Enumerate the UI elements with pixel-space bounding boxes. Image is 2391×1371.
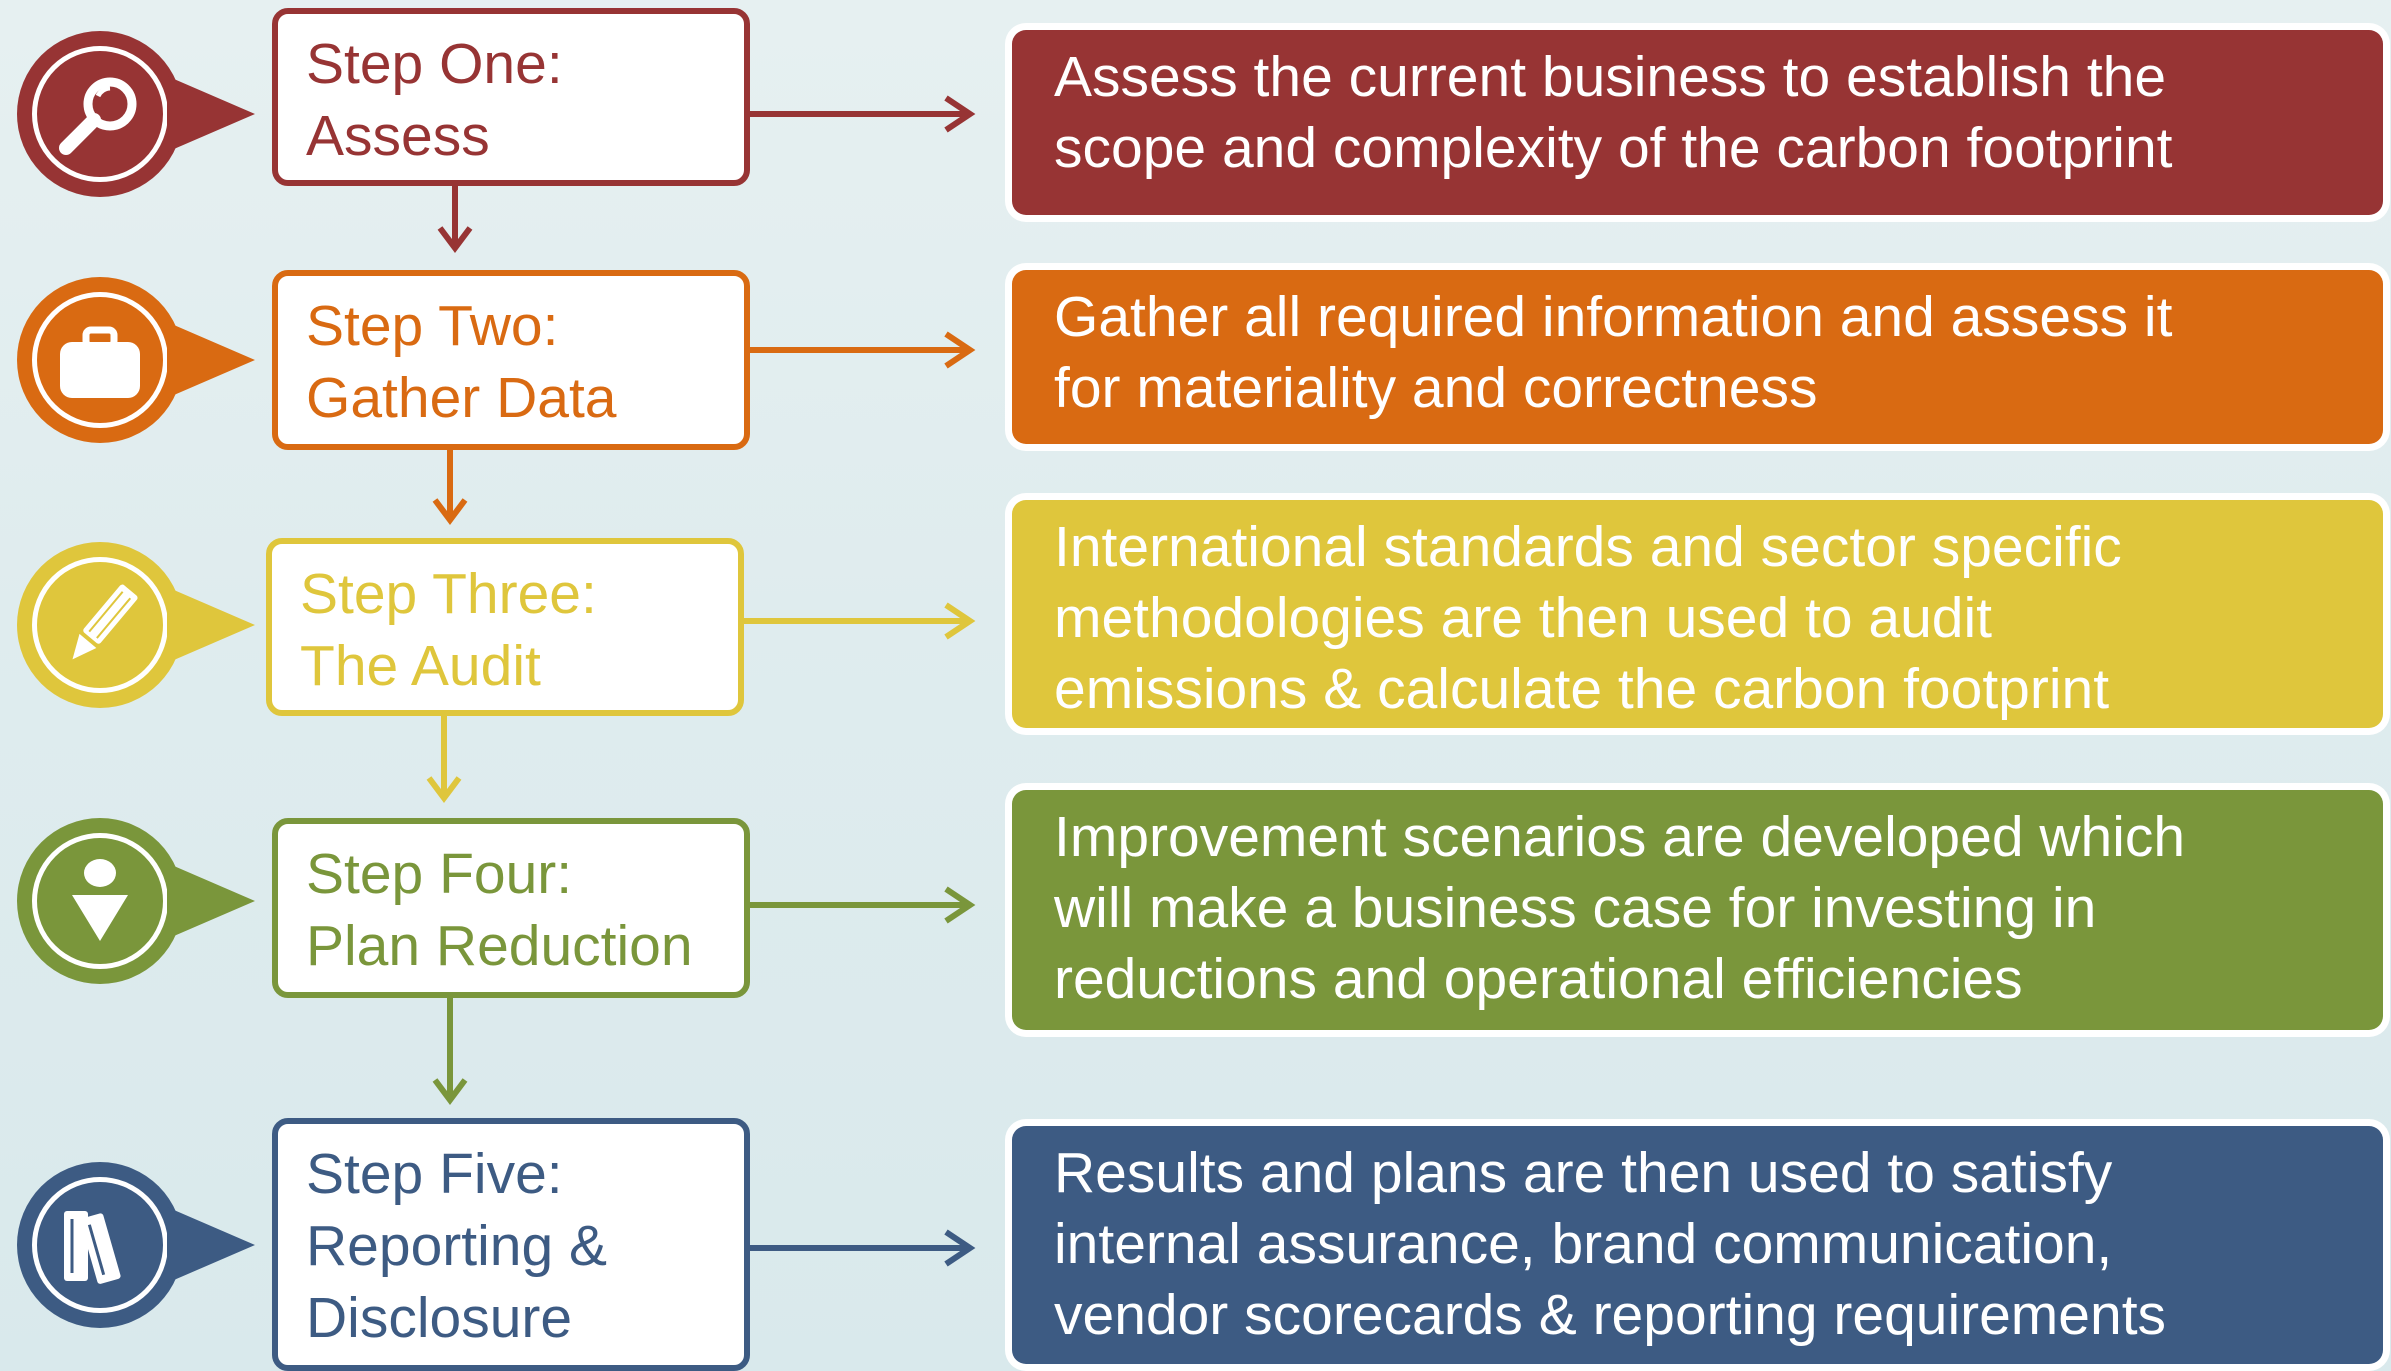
step2-description-line2: for materiality and correctness — [1054, 356, 1818, 420]
step3-description-line1: International standards and sector speci… — [1054, 515, 2122, 579]
arrow-step3-to-desc — [744, 602, 976, 640]
reduction-arrow-icon — [72, 859, 128, 941]
step3-title-box: Step Three: The Audit — [266, 538, 744, 716]
step5-description-box: Results and plans are then used to satis… — [1012, 1126, 2383, 1364]
arrow-step4-to-step5 — [432, 998, 468, 1105]
step1-description-line1: Assess the current business to establish… — [1054, 45, 2167, 109]
step3-description-line2: methodologies are then used to audit — [1054, 586, 1992, 650]
step4-icon-badge — [17, 818, 255, 984]
magnifier-icon — [59, 77, 137, 155]
step5-description-line1: Results and plans are then used to satis… — [1054, 1141, 2113, 1205]
step5-description-line2: internal assurance, brand communication, — [1054, 1212, 2113, 1276]
step1-title-box: Step One: Assess — [272, 8, 750, 186]
step1-title-line1: Step One: — [306, 32, 563, 96]
step3-title-line2: The Audit — [300, 634, 541, 698]
step4-title-box: Step Four: Plan Reduction — [272, 818, 750, 998]
step4-description-box: Improvement scenarios are developed whic… — [1012, 790, 2383, 1030]
step4-description-line3: reductions and operational efficiencies — [1054, 947, 2023, 1011]
arrow-step2-to-step3 — [432, 450, 468, 525]
step3-description-box: International standards and sector speci… — [1012, 500, 2383, 728]
step1-description-line2: scope and complexity of the carbon footp… — [1054, 116, 2173, 180]
step5-title-line1: Step Five: — [306, 1142, 563, 1206]
step2-description-box: Gather all required information and asse… — [1012, 270, 2383, 444]
step4-title-line1: Step Four: — [306, 842, 573, 906]
arrow-step3-to-step4 — [426, 716, 462, 803]
step1-title-line2: Assess — [306, 104, 490, 168]
step5-title-line3: Disclosure — [306, 1286, 573, 1350]
pencil-icon — [72, 584, 138, 660]
step4-description-line1: Improvement scenarios are developed whic… — [1054, 805, 2186, 869]
step4-title-line2: Plan Reduction — [306, 914, 693, 978]
step3-icon-badge — [17, 542, 255, 708]
step4-description-line2: will make a business case for investing … — [1054, 876, 2097, 940]
arrow-step4-to-desc — [750, 886, 976, 924]
briefcase-icon — [60, 326, 140, 398]
step2-title-box: Step Two: Gather Data — [272, 270, 750, 450]
step2-icon-badge — [17, 277, 255, 443]
step2-title-line2: Gather Data — [306, 366, 617, 430]
step3-title-line1: Step Three: — [300, 562, 597, 626]
arrow-step1-to-step2 — [437, 186, 473, 253]
books-icon — [64, 1211, 121, 1284]
arrow-step5-to-desc — [750, 1229, 976, 1267]
step1-icon-badge — [17, 31, 255, 197]
step1-description-box: Assess the current business to establish… — [1012, 30, 2383, 215]
step5-title-box: Step Five: Reporting & Disclosure — [272, 1118, 750, 1371]
step3-description-line3: emissions & calculate the carbon footpri… — [1054, 657, 2110, 721]
step5-icon-badge — [17, 1162, 255, 1328]
arrow-step1-to-desc — [750, 95, 976, 133]
step5-description-line3: vendor scorecards & reporting requiremen… — [1054, 1283, 2167, 1347]
step2-title-line1: Step Two: — [306, 294, 559, 358]
arrow-step2-to-desc — [750, 331, 976, 369]
step2-description-line1: Gather all required information and asse… — [1054, 285, 2173, 349]
step5-title-line2: Reporting & — [306, 1214, 608, 1278]
